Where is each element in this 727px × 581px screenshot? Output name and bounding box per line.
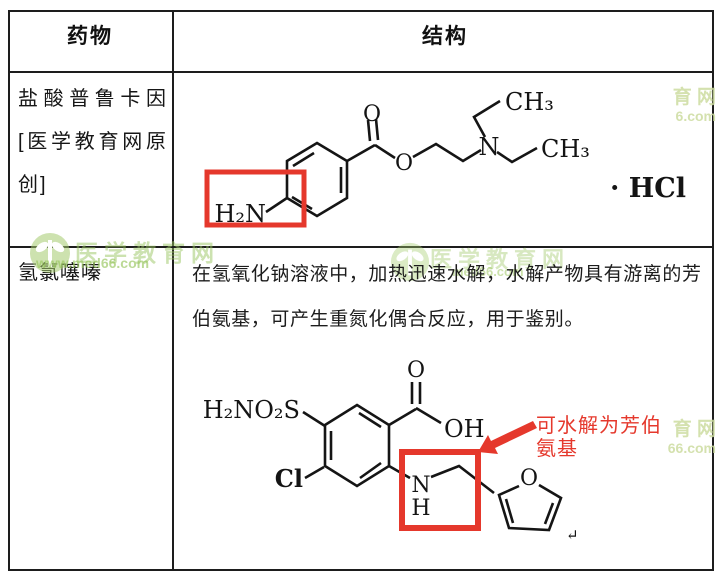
watermark-url: 66.com: [667, 440, 716, 456]
atom-label-h: H: [411, 496, 430, 521]
ethyl-b: [496, 146, 538, 164]
double-bond: [504, 498, 515, 524]
watermark-right-row2: 育 网 66.com: [648, 420, 716, 458]
atom-label-furan-o: O: [520, 466, 538, 491]
benzene-ring: [323, 403, 391, 488]
ethyl-a: [472, 99, 501, 138]
atom-label-ch3-a: CH₃: [505, 88, 554, 116]
table-border: [8, 10, 714, 571]
carbonyl-double-1: [366, 119, 372, 142]
header-divider: [8, 71, 714, 73]
furosemide-structure: H₂NO₂S Cl O OH N H O ↵: [203, 358, 579, 544]
watermark-top-right: 育 网 6.com: [648, 88, 716, 126]
atom-label-oh: OH: [444, 415, 485, 443]
bond-to-oh: [415, 406, 442, 425]
row-divider: [8, 246, 714, 248]
bond-sulfonamide: [302, 410, 326, 428]
watermark-url: 6.com: [675, 108, 716, 124]
atom-label-amine: H₂N: [214, 200, 266, 228]
watermark-site-url: www.med66.com: [36, 255, 150, 271]
bond-to-carboxyl: [388, 407, 417, 427]
atom-label-cl: Cl: [275, 464, 303, 493]
atom-label-ester-o: O: [395, 151, 413, 176]
header-cell-structure: 结构: [422, 25, 468, 48]
methylene-chain: [430, 464, 495, 495]
atom-label-n: N: [411, 473, 430, 498]
double-bond: [358, 411, 382, 429]
double-bond: [359, 461, 382, 480]
watermark-logo-icon: [28, 231, 72, 275]
watermark-site-url: med66.com: [452, 264, 524, 279]
atom-label-n: N: [479, 133, 500, 161]
highlight-box-nh: [399, 449, 481, 531]
ethylene-chain: [412, 142, 482, 163]
bond-to-carbonyl: [346, 143, 376, 163]
hydrolysis-description: 在氢氧化钠溶液中，加热迅速水解，水解产物具有游离的芳伯氨基，可产生重氮化偶合反应…: [192, 264, 702, 330]
watermark-site-name: 医学教育网: [75, 240, 220, 266]
bonds: [302, 382, 495, 495]
double-bond: [292, 151, 315, 168]
column-divider: [172, 10, 174, 571]
bonds: [265, 99, 538, 214]
return-mark: ↵: [566, 526, 579, 544]
atom-label-carboxyl-o: O: [407, 358, 425, 383]
procaine-structure: H₂N O O N CH₃ CH₃ · HCl: [204, 88, 686, 228]
watermark-logo-icon: [389, 241, 431, 283]
benzene-ring: [285, 141, 349, 218]
salt-label-hcl: · HCl: [610, 173, 686, 204]
furan-ring: [497, 483, 563, 532]
atom-label-ch3-b: CH₃: [541, 135, 590, 163]
highlight-box-amine: [204, 169, 307, 228]
carbonyl-double-2: [374, 118, 380, 141]
double-bond: [543, 502, 555, 525]
atom-label-carbonyl-o: O: [363, 102, 381, 127]
watermark-site-name: 医学教育网: [430, 247, 571, 272]
watermark-text: 育 网: [672, 87, 716, 108]
watermark-text: 育 网: [672, 419, 716, 440]
cell-drug-procaine: 盐酸普鲁卡因 [医学教育网原创]: [18, 88, 168, 196]
hydrolysis-annotation: 可水解为芳伯氨基: [536, 415, 662, 460]
header-cell-drug: 药物: [67, 25, 113, 48]
annotation-arrow-icon: [478, 421, 537, 454]
atom-label-sulfonamide: H₂NO₂S: [203, 396, 300, 424]
bond-chloro: [304, 465, 325, 480]
bond-to-ester-o: [374, 143, 396, 160]
bond-amine: [265, 196, 288, 214]
